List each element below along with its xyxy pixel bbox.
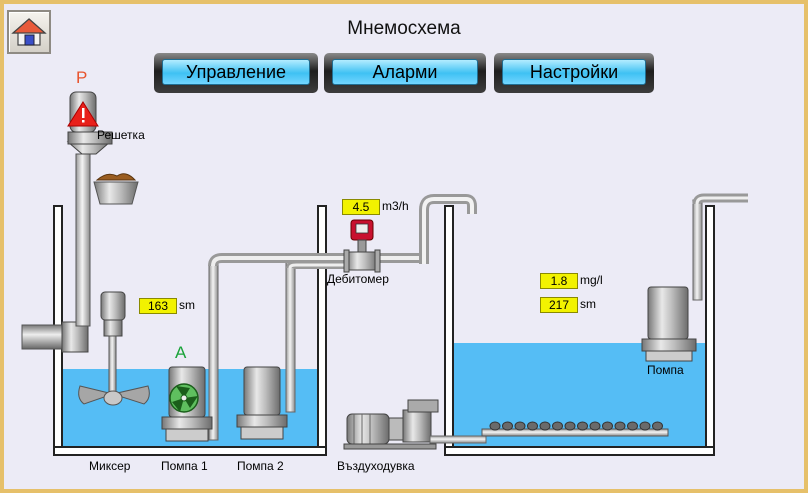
pump3 — [641, 286, 697, 362]
diffuser-head — [539, 421, 551, 431]
flow-value: 4.5 — [342, 199, 380, 215]
blower-label: Въздуходувка — [337, 459, 415, 473]
flowmeter-label: Дебитомер — [327, 272, 389, 286]
blower — [343, 399, 487, 450]
pump1-label: Помпа 1 — [161, 459, 208, 473]
tank1-level-unit: sm — [179, 298, 195, 312]
home-button[interactable] — [7, 10, 51, 54]
diffuser-head — [502, 421, 513, 431]
pump3-label: Помпа — [647, 363, 684, 377]
page-title: Мнемосхема — [347, 18, 461, 39]
grate-label: Решетка — [97, 128, 145, 142]
alarms-button-label: Аларми — [332, 59, 478, 85]
diffuser-head — [652, 421, 663, 431]
alarms-button[interactable]: Аларми — [324, 53, 486, 93]
diffuser-head — [602, 421, 613, 431]
diffuser-head — [552, 421, 563, 431]
settings-button-label: Настройки — [502, 59, 646, 85]
diffuser-head — [627, 421, 638, 431]
pump2 — [236, 366, 288, 440]
management-button[interactable]: Управление — [154, 53, 318, 93]
aeration-pipe — [481, 428, 669, 437]
flow-unit: m3/h — [382, 199, 409, 213]
oxygen-value: 1.8 — [540, 273, 578, 289]
mixer-label: Миксер — [89, 459, 131, 473]
tank2-wall-left — [444, 205, 454, 456]
process-diagram — [21, 91, 748, 456]
warning-triangle-icon — [67, 101, 99, 127]
management-button-label: Управление — [162, 59, 310, 85]
pump1-status-letter: A — [175, 343, 187, 362]
grate-status-letter: P — [76, 68, 88, 87]
diffuser-head — [564, 421, 576, 431]
flowmeter — [343, 219, 381, 273]
fan-icon — [169, 383, 199, 413]
settings-button[interactable]: Настройки — [494, 53, 654, 93]
mixer — [78, 291, 150, 406]
screenings-bucket — [93, 173, 139, 205]
diffuser-head — [589, 421, 601, 431]
tank2-level-value: 217 — [540, 297, 578, 313]
diffuser-head — [577, 421, 588, 431]
diffuser-head — [639, 421, 651, 431]
diffuser-head — [614, 421, 626, 431]
diffuser-head — [527, 421, 538, 431]
pump2-label: Помпа 2 — [237, 459, 284, 473]
oxygen-unit: mg/l — [580, 273, 603, 287]
tank2-floor — [444, 446, 715, 456]
tank1-wall-right — [317, 205, 327, 456]
tank2-wall-right — [705, 205, 715, 456]
diffuser-head — [489, 421, 501, 431]
air-diffusers — [489, 421, 663, 431]
diffuser-head — [514, 421, 526, 431]
tank1-floor — [53, 446, 327, 456]
grate-column — [75, 153, 91, 327]
tank1-level-value: 163 — [139, 298, 177, 314]
tank2-level-unit: sm — [580, 297, 596, 311]
home-icon — [11, 18, 47, 46]
